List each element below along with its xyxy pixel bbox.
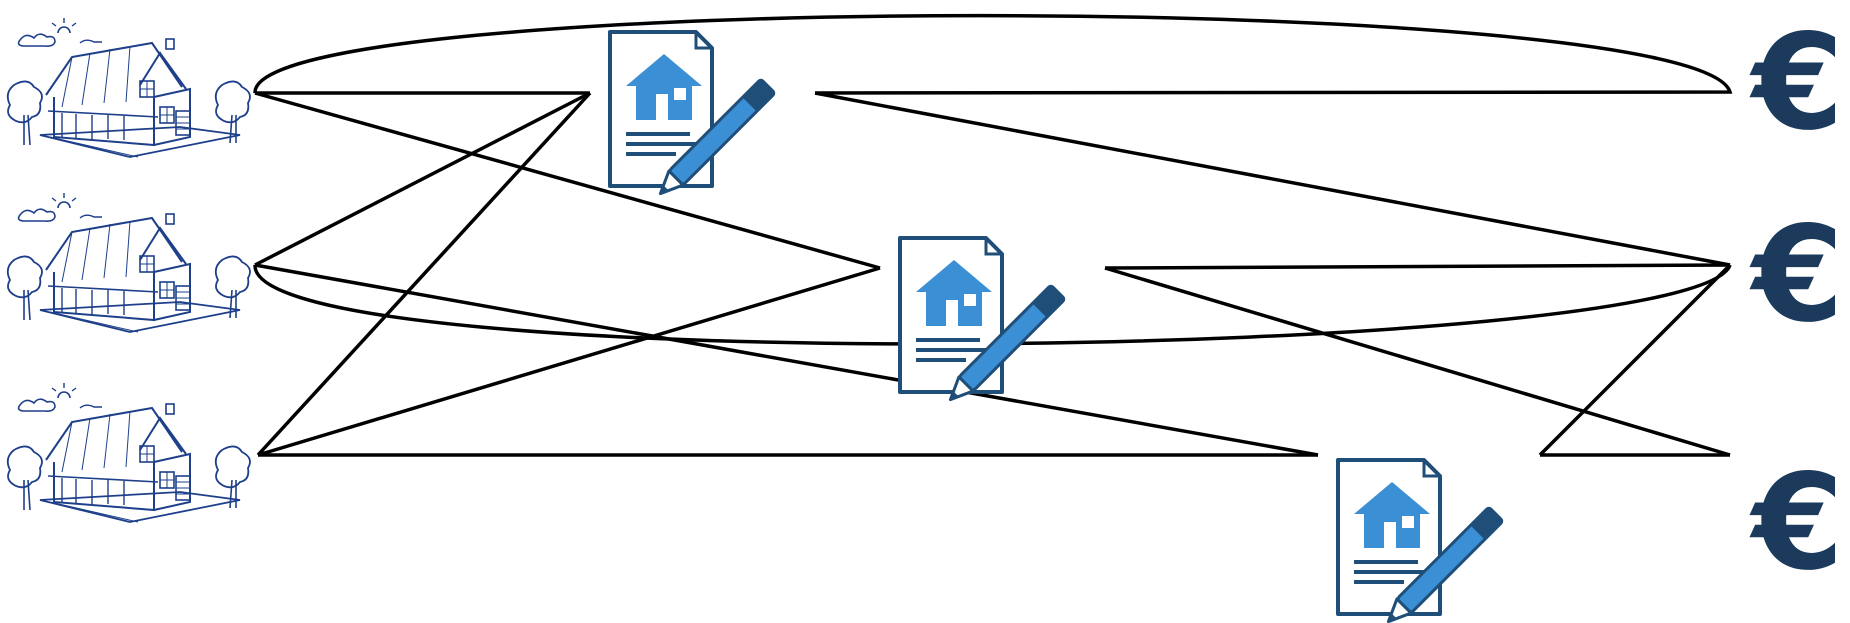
connector-contract2-euro2 bbox=[1105, 265, 1730, 268]
euro-3: € bbox=[1749, 446, 1844, 600]
euro-1: € bbox=[1749, 6, 1844, 160]
euro-2: € bbox=[1749, 198, 1844, 352]
house-sketch-icon bbox=[8, 383, 250, 522]
house-3 bbox=[8, 383, 250, 522]
house-sketch-icon bbox=[8, 193, 250, 332]
connector-contract2-euro3 bbox=[1105, 268, 1730, 455]
house-sketch-icon bbox=[8, 18, 250, 157]
connector-house2-contract3 bbox=[255, 265, 1318, 455]
house-1 bbox=[8, 18, 250, 157]
connector-contract1-house2 bbox=[255, 93, 590, 265]
contract-2 bbox=[900, 238, 1066, 407]
contract-document-pen-icon bbox=[610, 32, 776, 201]
contract-1 bbox=[610, 32, 776, 201]
contract-3 bbox=[1338, 460, 1504, 623]
contract-document-pen-icon bbox=[1338, 460, 1504, 623]
connector-house1-euro1-arc bbox=[255, 16, 1730, 93]
contract-document-pen-icon bbox=[900, 238, 1066, 407]
house-2 bbox=[8, 193, 250, 332]
